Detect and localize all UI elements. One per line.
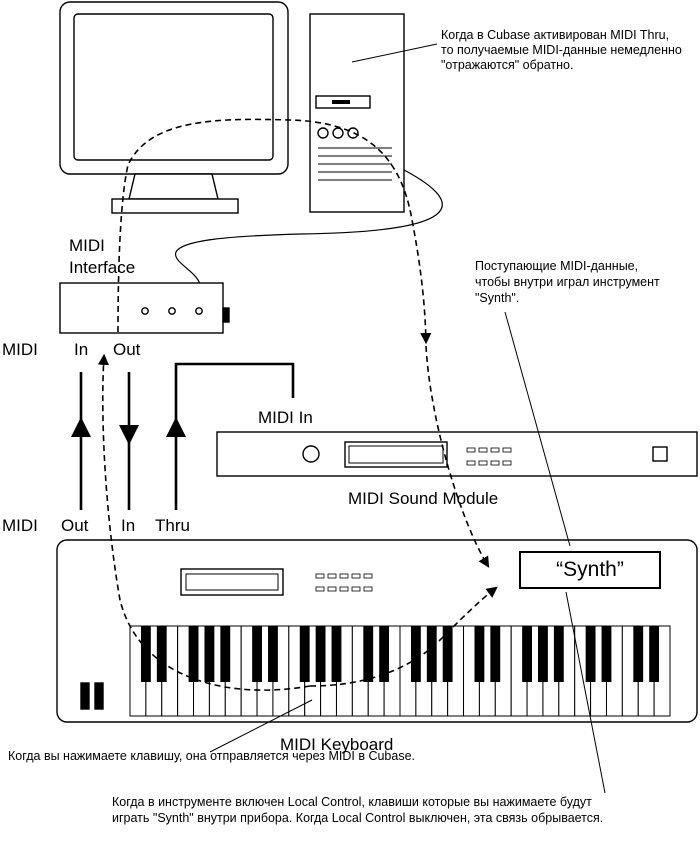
usb-cable xyxy=(175,169,443,285)
arrow-up-icon xyxy=(71,417,91,437)
black-key xyxy=(426,626,437,682)
module-midi-in-label: MIDI In xyxy=(258,408,313,427)
black-key xyxy=(553,626,564,682)
black-key xyxy=(363,626,374,682)
midi-interface xyxy=(59,282,230,334)
interface-out-port-label: Out xyxy=(113,340,141,359)
incoming-data-note-line2: чтобы внутри играл инструмент xyxy=(475,275,660,289)
incoming-data-note-line3: "Synth". xyxy=(475,291,520,305)
arrow-down-icon xyxy=(119,425,139,445)
local-control-note-line2: играть "Synth" внутри прибора. Когда Loc… xyxy=(112,811,604,825)
black-key xyxy=(140,626,151,682)
computer-monitor xyxy=(59,1,289,214)
black-key xyxy=(156,626,167,682)
local-control-note-line1: Когда в инструменте включен Local Contro… xyxy=(112,795,592,809)
synth-label: “Synth” xyxy=(556,558,624,581)
midi-row-label-top: MIDI xyxy=(2,340,38,359)
black-key xyxy=(474,626,485,682)
black-key xyxy=(379,626,390,682)
sound-module-label: MIDI Sound Module xyxy=(348,489,499,508)
black-key xyxy=(585,626,596,682)
computer-tower xyxy=(309,13,405,213)
keyboard-out-port-label: Out xyxy=(61,516,89,535)
cubase-thru-note-line2: то получаемые MIDI-данные немедленно xyxy=(441,43,682,57)
black-key xyxy=(220,626,231,682)
black-key xyxy=(442,626,453,682)
black-key xyxy=(490,626,501,682)
black-key xyxy=(252,626,262,682)
midi-interface-label-line1: MIDI xyxy=(69,236,105,255)
black-key xyxy=(649,626,660,682)
note-pointers xyxy=(209,43,606,794)
keyboard-label: MIDI Keyboard xyxy=(280,735,394,754)
keyboard-thru-port-label: Thru xyxy=(155,516,190,535)
black-key xyxy=(522,626,532,682)
cubase-thru-note-line3: "отражаются" обратно. xyxy=(441,58,574,72)
black-key xyxy=(299,626,310,682)
black-key xyxy=(538,626,548,682)
black-key xyxy=(601,626,612,682)
midi-row-label-bottom: MIDI xyxy=(2,516,38,535)
key-press-note: Когда вы нажимаете клавишу, она отправля… xyxy=(8,749,416,763)
arrow-up-icon xyxy=(166,417,186,437)
black-key xyxy=(268,626,278,682)
incoming-data-note-line1: Поступающие MIDI-данные, xyxy=(475,259,639,273)
cable-arrows xyxy=(71,417,186,445)
midi-data-flow xyxy=(97,118,498,691)
black-key xyxy=(315,626,326,682)
black-key xyxy=(331,626,342,682)
cubase-thru-note-line1: Когда в Cubase активирован MIDI Thru, xyxy=(441,28,670,42)
black-key xyxy=(633,626,644,682)
keyboard-in-port-label: In xyxy=(121,516,136,535)
midi-interface-label-line2: Interface xyxy=(69,258,136,277)
interface-in-port-label: In xyxy=(74,340,89,359)
black-key xyxy=(410,626,421,682)
piano-keys xyxy=(129,625,671,717)
synth-box: “Synth” xyxy=(519,551,661,589)
black-key xyxy=(188,626,199,682)
black-key xyxy=(204,626,215,682)
sound-module xyxy=(216,431,698,477)
